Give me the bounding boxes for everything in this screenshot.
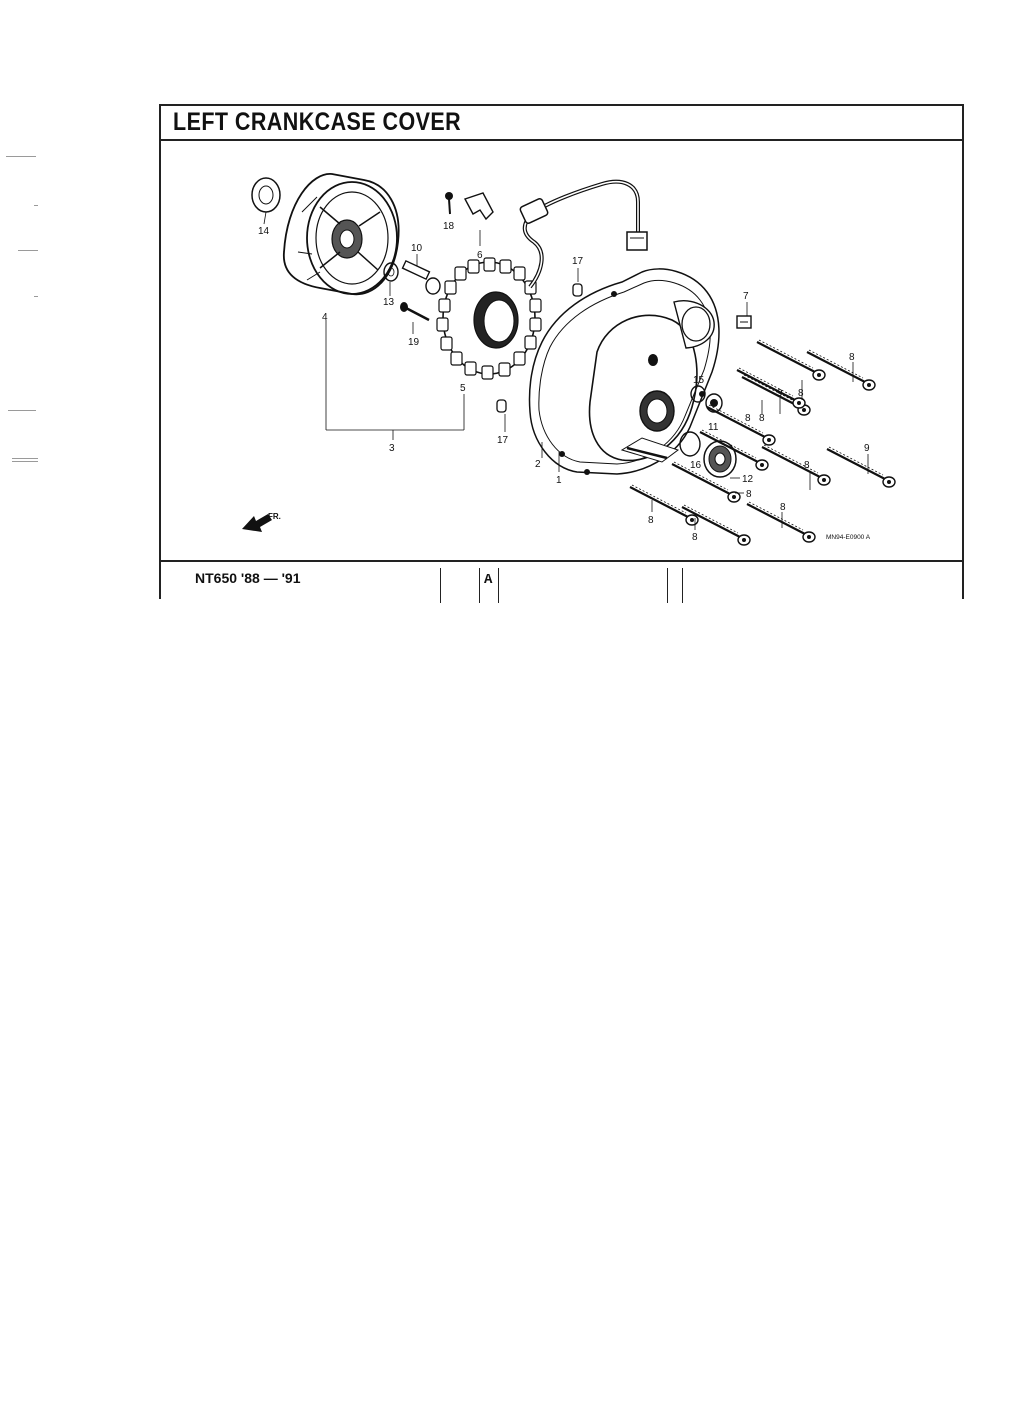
flywheel-bolt-10 <box>401 259 441 295</box>
footer-bar: NT650 '88 — '91 A <box>161 560 962 603</box>
callout-19: 19 <box>408 337 420 348</box>
wire-clamp-6 <box>463 192 494 221</box>
o-ring <box>679 431 701 457</box>
timing-hole-cap-12 <box>703 440 737 478</box>
footer-divider <box>682 568 683 603</box>
flywheel <box>283 173 400 296</box>
callout-2: 2 <box>535 459 541 470</box>
washer-15 <box>690 385 706 403</box>
stator <box>436 257 542 380</box>
washer-13 <box>383 262 399 282</box>
callout-18: 18 <box>443 221 455 232</box>
callout-8: 8 <box>648 515 654 526</box>
callout-9: 9 <box>777 388 783 399</box>
front-direction-arrow: FR. <box>242 512 281 532</box>
index-letter: A <box>484 572 493 588</box>
footer-divider <box>440 568 441 603</box>
footer-divider <box>498 568 499 603</box>
wire-clamp-7 <box>736 315 752 329</box>
exploded-parts-diagram: 1 2 3 4 5 6 7 8 8 8 8 8 8 8 8 8 9 9 10 1… <box>242 173 897 547</box>
title-bar: LEFT CRANKCASE COVER <box>161 106 962 141</box>
stator-bolt-19 <box>400 302 430 322</box>
edge-mark <box>8 410 36 411</box>
edge-mark <box>12 458 38 459</box>
plug-11 <box>705 393 723 413</box>
callout-8: 8 <box>692 532 698 543</box>
callout-9: 9 <box>864 443 870 454</box>
dowel-pin-17 <box>572 283 583 297</box>
callout-12: 12 <box>742 474 754 485</box>
left-crankcase-cover <box>528 268 720 475</box>
figure-code: MN94-E0900 A <box>826 534 871 541</box>
dowel-pin-17 <box>496 399 507 413</box>
callout-13: 13 <box>383 297 395 308</box>
callout-17: 17 <box>572 256 584 267</box>
page-title: LEFT CRANKCASE COVER <box>173 108 462 136</box>
edge-mark <box>6 156 36 157</box>
leader-lines <box>263 211 869 530</box>
footer-divider <box>479 568 480 603</box>
footer-divider <box>667 568 668 603</box>
callout-8: 8 <box>759 413 765 424</box>
callout-14: 14 <box>258 226 270 237</box>
edge-mark <box>34 205 38 206</box>
washer-14 <box>251 177 281 213</box>
callout-8: 8 <box>798 388 804 399</box>
callout-10: 10 <box>411 243 423 254</box>
cover-bolts <box>628 338 897 547</box>
callout-7: 7 <box>743 291 749 302</box>
callout-8: 8 <box>804 460 810 471</box>
edge-mark <box>34 296 38 297</box>
model-label: NT650 '88 — '91 <box>195 570 301 586</box>
callout-16: 16 <box>690 460 702 471</box>
callout-3: 3 <box>389 443 395 454</box>
wire-harness <box>519 179 648 289</box>
front-label: FR. <box>268 512 281 521</box>
clamp-bolt-18 <box>445 192 453 215</box>
callout-8: 8 <box>746 489 752 500</box>
callout-8: 8 <box>849 352 855 363</box>
callout-11: 11 <box>708 422 719 433</box>
callout-15: 15 <box>693 375 705 386</box>
callout-4: 4 <box>322 312 328 323</box>
callout-6: 6 <box>477 250 483 261</box>
callout-8: 8 <box>780 502 786 513</box>
callout-numbers: 1 2 3 4 5 6 7 8 8 8 8 8 8 8 8 8 9 9 10 1… <box>258 221 870 543</box>
callout-1: 1 <box>556 475 562 486</box>
edge-mark <box>12 461 38 462</box>
edge-mark <box>18 250 38 251</box>
callout-17: 17 <box>497 435 509 446</box>
parts-catalog-frame: LEFT CRANKCASE COVER <box>159 104 964 603</box>
callout-5: 5 <box>460 383 466 394</box>
callout-8: 8 <box>745 413 751 424</box>
